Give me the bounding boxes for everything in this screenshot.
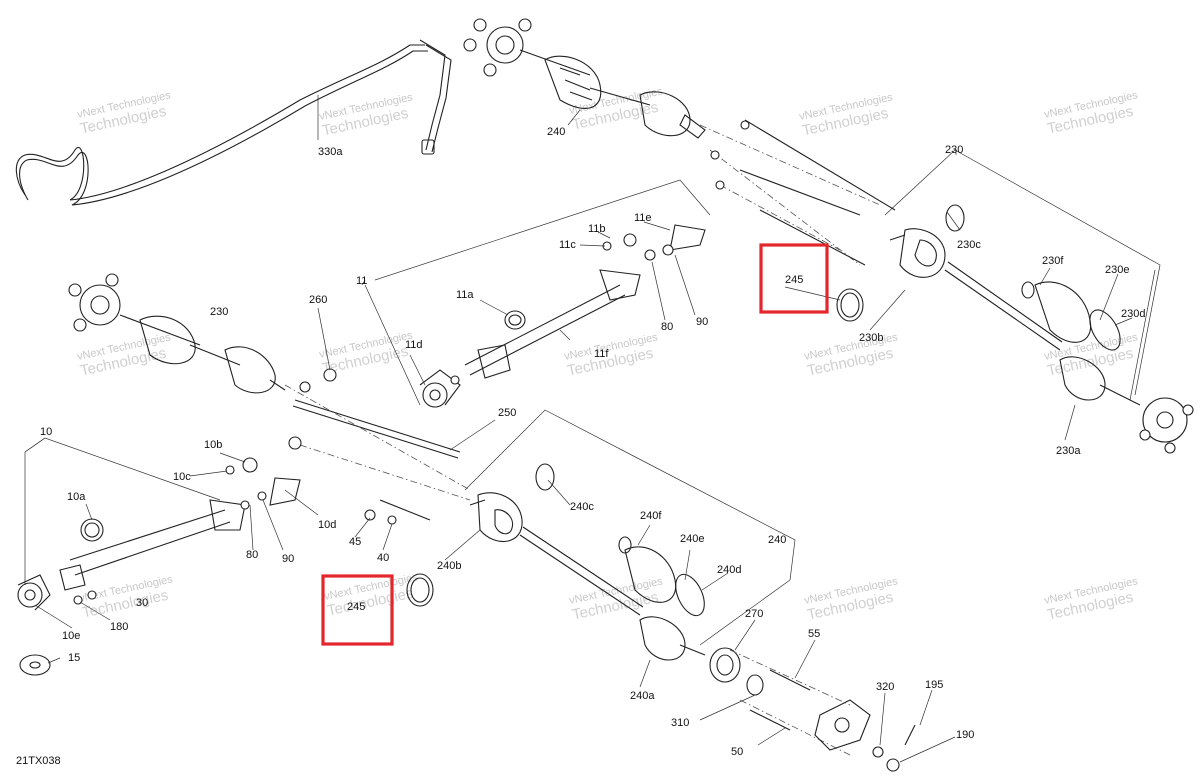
callout-230a: 230a [1056, 445, 1081, 457]
callout-230c: 230c [957, 239, 981, 251]
callout-230-left: 230 [210, 306, 228, 318]
callout-11: 11 [356, 275, 367, 287]
callout-250: 250 [498, 407, 516, 419]
half-shaft-230-left [68, 273, 286, 394]
callout-260: 260 [309, 294, 327, 306]
highlight-box-245-upper[interactable] [759, 243, 829, 314]
callout-90-lower: 90 [282, 553, 294, 565]
callout-240d: 240d [717, 564, 741, 576]
half-shaft-240-lower [406, 409, 796, 696]
callout-245-upper: 245 [785, 274, 803, 286]
callout-230d: 230d [1121, 308, 1145, 320]
callout-240e: 240e [680, 533, 704, 545]
callout-240-lower: 240 [768, 534, 786, 546]
callout-240b: 240b [437, 560, 461, 572]
callout-180: 180 [110, 621, 128, 633]
callout-240a: 240a [630, 690, 655, 702]
callout-11a: 11a [456, 289, 474, 301]
half-shaft-240-top [463, 18, 706, 139]
callout-10b: 10b [204, 439, 222, 451]
callout-320: 320 [876, 681, 894, 693]
callout-50: 50 [731, 746, 743, 758]
callout-230e: 230e [1105, 264, 1129, 276]
callout-10e: 10e [62, 630, 80, 642]
callout-40: 40 [377, 552, 389, 564]
callout-240f: 240f [640, 510, 662, 522]
bolts-upper [710, 119, 896, 266]
callout-10a: 10a [67, 491, 86, 503]
bolt-250 [292, 399, 461, 521]
callout-80-lower: 80 [246, 549, 258, 561]
hub-lower-right [749, 669, 916, 772]
callout-240-top: 240 [547, 126, 565, 138]
watermarks: vNext Technologies Technologies vNext Te… [76, 85, 1139, 623]
leader-lines [24, 95, 1133, 763]
callout-240c: 240c [570, 501, 594, 513]
callout-230-right: 230 [945, 144, 963, 156]
callout-11b: 11b [588, 223, 606, 235]
callout-30: 30 [136, 597, 148, 609]
callout-labels: 330a 240 230 230c 230f 230e 230d 230b 23… [16, 126, 1145, 767]
callout-310: 310 [671, 717, 689, 729]
callout-190: 190 [956, 729, 974, 741]
callout-195: 195 [925, 679, 943, 691]
callout-11d: 11d [405, 339, 423, 351]
callout-10: 10 [40, 426, 52, 438]
callout-230f: 230f [1042, 255, 1064, 267]
callout-11e: 11e [634, 212, 652, 224]
callout-11c: 11c [559, 239, 576, 251]
prop-shaft-10 [17, 436, 397, 676]
callout-90-upper: 90 [696, 316, 708, 328]
callout-230b: 230b [859, 332, 883, 344]
callout-10c: 10c [173, 471, 191, 483]
prop-shaft-11 [299, 179, 711, 408]
callout-80-upper: 80 [661, 321, 673, 333]
callout-245-lower: 245 [347, 601, 365, 613]
callout-11f: 11f [594, 348, 609, 360]
speed-sensor-cable [15, 39, 452, 206]
callout-45: 45 [349, 536, 361, 548]
callout-330a: 330a [318, 146, 343, 158]
highlight-box-245-lower[interactable] [321, 574, 394, 646]
callout-10d: 10d [318, 519, 336, 531]
callout-270: 270 [745, 608, 763, 620]
figure-code: 21TX038 [16, 755, 61, 767]
callout-15: 15 [68, 652, 80, 664]
callout-55: 55 [808, 628, 820, 640]
half-shaft-230-right [836, 149, 1194, 454]
